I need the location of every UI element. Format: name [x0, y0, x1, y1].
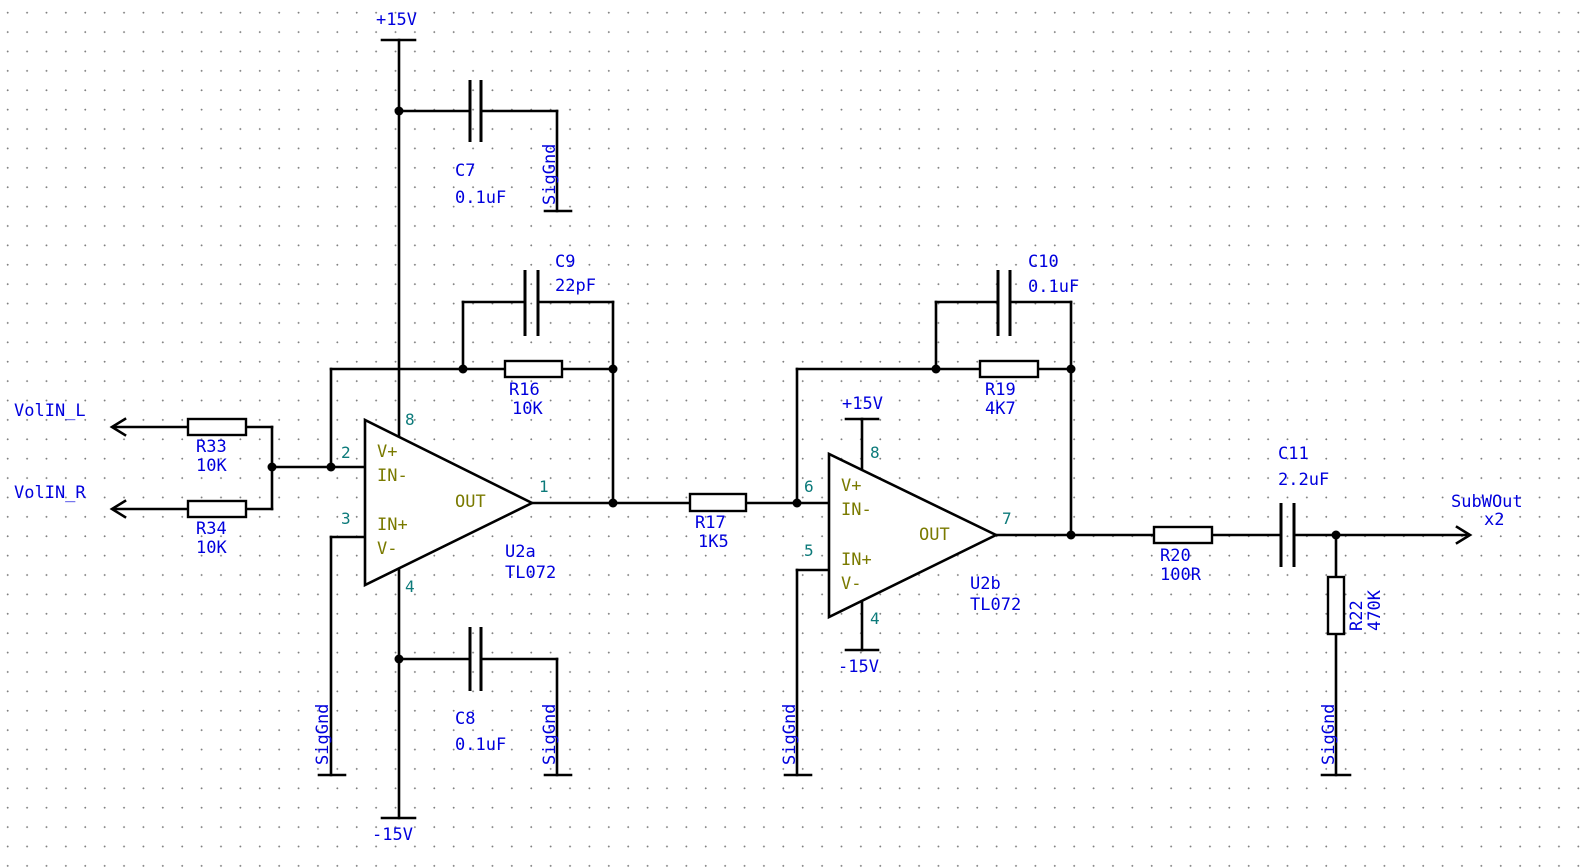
r16-ref: R16 [509, 380, 540, 400]
u2b-pin-7: 7 [1002, 509, 1012, 528]
opamp-u2a [363, 417, 535, 588]
c7-ref: C7 [455, 161, 475, 181]
port-label-vol-in-r: VolIN_R [14, 483, 86, 503]
rail-label-pos: +15V [376, 10, 417, 30]
u2b-name-inp: IN+ [841, 550, 872, 570]
u2b-pin-8: 8 [870, 443, 880, 462]
u2b-rail-label-neg: -15V [838, 657, 879, 677]
r16-value: 10K [512, 399, 543, 419]
resistor-r33 [186, 417, 248, 437]
resistor-r19 [978, 359, 1040, 379]
c11-value: 2.2uF [1278, 470, 1329, 490]
resistor-r16 [503, 359, 564, 379]
u2a-pin-1: 1 [539, 477, 549, 496]
c8-value: 0.1uF [455, 735, 506, 755]
r34-value: 10K [196, 538, 227, 558]
cap-c10 [996, 270, 1012, 336]
port-label-vol-in-l: VolIN_L [14, 401, 86, 421]
r33-value: 10K [196, 456, 227, 476]
u2a-name-inp: IN+ [377, 515, 408, 535]
u2b-pin-6: 6 [804, 477, 814, 496]
arrow-subwout [1455, 525, 1473, 545]
port-label-multiplier: x2 [1484, 510, 1504, 530]
u2b-ref: U2b [970, 574, 1001, 594]
labels: +15V -15V +15V -15V VolIN_L VolIN_R SubW… [14, 10, 1523, 845]
gnd-label-u2a: SigGnd [313, 704, 333, 765]
u2b-rail-label-pos: +15V [842, 394, 883, 414]
u2a-name-inm: IN- [377, 466, 408, 486]
resistor-r34 [186, 499, 248, 519]
u2a-name-vp: V+ [377, 442, 397, 462]
port-label-subwout: SubWOut [1451, 492, 1523, 512]
r34-ref: R34 [196, 519, 227, 539]
u2b-name-vn: V- [841, 574, 861, 594]
opamp-u2b [827, 451, 999, 620]
u2a-ref: U2a [505, 542, 536, 562]
u2a-part: TL072 [505, 563, 556, 583]
cap-c8 [468, 627, 483, 691]
r19-ref: R19 [985, 380, 1016, 400]
u2b-name-vp: V+ [841, 476, 861, 496]
u2b-name-out: OUT [919, 525, 950, 545]
u2a-pin-2: 2 [341, 443, 351, 462]
junction-dots [267, 106, 1341, 664]
u2b-pin-4: 4 [870, 609, 880, 628]
resistor-r20 [1152, 525, 1214, 545]
wires [113, 38, 1468, 820]
c8-ref: C8 [455, 709, 475, 729]
u2a-name-out: OUT [455, 492, 486, 512]
cap-c11 [1279, 503, 1296, 567]
u2b-pin-5: 5 [804, 541, 814, 560]
gnd-label-r22: SigGnd [1319, 704, 1339, 765]
gnd-label-u2b: SigGnd [780, 704, 800, 765]
cap-c9 [523, 270, 540, 336]
u2a-name-vn: V- [377, 539, 397, 559]
r20-value: 100R [1160, 565, 1202, 585]
resistor-r22 [1326, 575, 1346, 636]
rail-label-neg: -15V [372, 825, 413, 845]
u2a-pin-3: 3 [341, 509, 351, 528]
c10-value: 0.1uF [1028, 277, 1079, 297]
arrow-vol-in-r [109, 499, 127, 519]
u2b-part: TL072 [970, 595, 1021, 615]
c9-ref: C9 [555, 252, 575, 272]
r17-value: 1K5 [698, 532, 729, 552]
u2b-name-inm: IN- [841, 500, 872, 520]
r20-ref: R20 [1160, 546, 1191, 566]
u2a-pin-4: 4 [405, 577, 415, 596]
r22-value: 470K [1365, 589, 1385, 631]
c7-value: 0.1uF [455, 188, 506, 208]
c11-ref: C11 [1278, 444, 1309, 464]
c10-ref: C10 [1028, 252, 1059, 272]
r33-ref: R33 [196, 437, 227, 457]
r17-ref: R17 [695, 513, 726, 533]
u2a-pin-8: 8 [405, 410, 415, 429]
gnd-label-c7: SigGnd [540, 144, 560, 205]
r19-value: 4K7 [985, 399, 1016, 419]
c9-value: 22pF [555, 276, 596, 296]
gnd-label-c8: SigGnd [540, 704, 560, 765]
arrow-vol-in-l [109, 417, 127, 437]
cap-c7 [468, 80, 483, 142]
resistor-r17 [688, 492, 748, 513]
r22-ref: R22 [1347, 600, 1367, 631]
